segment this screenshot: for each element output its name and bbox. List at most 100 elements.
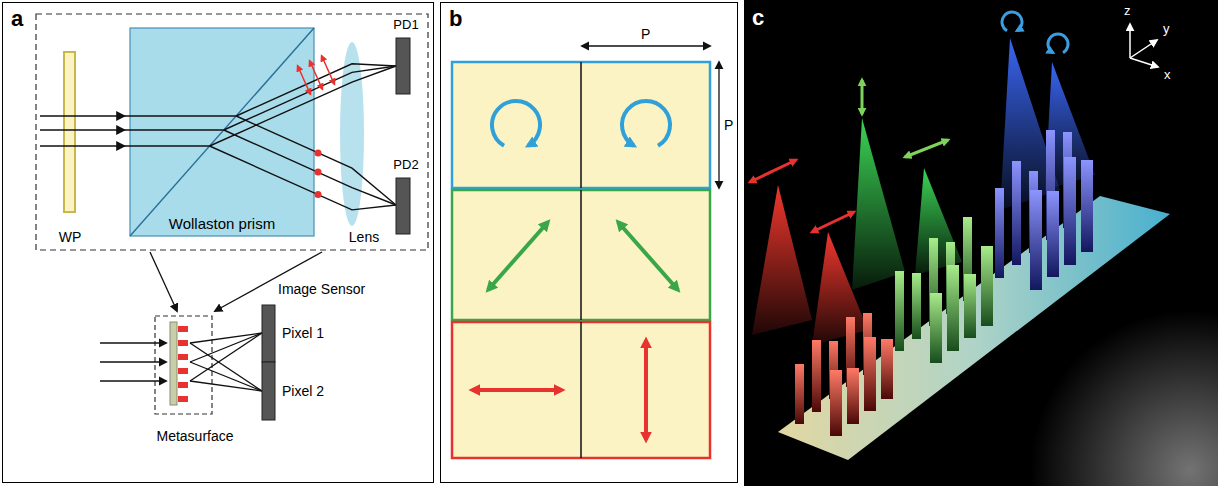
metasurface-plate: [178, 368, 188, 374]
metasurface-plate: [178, 354, 188, 360]
polarization-arrow: [310, 61, 323, 90]
substrate: [778, 196, 1170, 460]
light-ray: [100, 342, 166, 343]
sensor-pixel: [262, 362, 275, 420]
polarization-arrow: [322, 56, 335, 85]
light-cone: [852, 118, 905, 290]
nanopillar: [1064, 157, 1076, 265]
linear-polarization: [644, 340, 648, 440]
node-label: Pixel 1: [282, 325, 324, 341]
unit-cell: [580, 62, 582, 188]
node-label: Metasurface: [156, 428, 233, 444]
unit-cell: [580, 190, 582, 320]
setup-dashed-box: [36, 14, 428, 250]
light-ray: [190, 343, 262, 391]
output-polarization: [905, 140, 948, 157]
output-polarization: [1002, 12, 1022, 31]
metasurface-dashed-box: [155, 316, 212, 414]
panel-frame: b: [440, 2, 738, 483]
setup-dashed-box: [36, 14, 428, 250]
metasurface-plate: [178, 340, 188, 346]
output-polarization: [750, 12, 1068, 232]
diagonal-polarization: [488, 222, 548, 290]
light-ray: [100, 361, 166, 362]
photodiode: PD1: [384, 16, 428, 96]
photodiode: [396, 38, 410, 234]
nanopillar: [1047, 191, 1059, 277]
nanopillar: [830, 370, 842, 436]
waveplate: WP: [40, 50, 100, 248]
polarization-arrow: [298, 56, 335, 95]
nanopillar: [995, 188, 1004, 278]
nanopillar: [795, 130, 1093, 436]
node-label: Wollaston prism: [169, 215, 275, 232]
period-arrow: [718, 62, 719, 188]
wollaston-prism: [130, 28, 314, 236]
light-ray: [190, 333, 262, 381]
metasurface: Metasurface: [130, 310, 260, 446]
light-ray: [122, 115, 236, 116]
output-polarization: [750, 160, 796, 182]
polarization-dot: [315, 191, 322, 198]
unit-cell: [452, 62, 710, 188]
light-cone: [752, 185, 812, 335]
panel-frame: c: [744, 2, 1216, 484]
light-ray: [190, 362, 262, 391]
unit-cell: [452, 190, 710, 320]
light-ray: [210, 146, 396, 210]
metasurface-plate: [170, 322, 177, 405]
light-ray: [236, 116, 396, 205]
metasurface-plate: [178, 326, 188, 332]
light-ray: [40, 129, 124, 130]
lens: Lens: [334, 34, 394, 248]
linear-polarization: [472, 388, 562, 392]
replace-arrow: [150, 252, 177, 311]
axis-arrow: [1130, 40, 1157, 58]
nanopillar: [847, 368, 859, 424]
part-label: Image Sensor: [278, 281, 365, 297]
light-ray: [190, 381, 262, 391]
polarization-dot: [315, 150, 322, 199]
panel-frame: aWP Wollaston prismLens PD1PD2Metasurface P…: [2, 2, 434, 483]
nanopillar: [964, 274, 976, 338]
node-label: c: [752, 5, 764, 30]
output-polarization: [812, 212, 854, 232]
photodiode: [396, 178, 410, 234]
node-label: a: [11, 6, 23, 31]
metasurface-plate: [178, 382, 188, 388]
lens: [340, 42, 364, 226]
nanopillar: [895, 271, 904, 351]
nanopillar: [947, 265, 959, 351]
sensor-pixel: Pixel 1: [262, 305, 346, 362]
diagonal-polarization: [618, 222, 678, 290]
render-background: [1030, 310, 1218, 486]
nanopillar: [1030, 190, 1042, 290]
nanopillar: [881, 339, 893, 399]
unit-cell: [452, 62, 710, 458]
axis-arrow: [1129, 24, 1131, 58]
node-label: Lens: [349, 229, 379, 245]
prism: Wollaston prism: [130, 28, 314, 236]
waveplate: [64, 52, 75, 212]
dimension-label: P: [641, 26, 650, 42]
render-background: [744, 0, 1218, 486]
wollaston-prism: [130, 28, 314, 236]
nanopillar: [1081, 160, 1093, 252]
light-ray: [210, 66, 396, 146]
photodiode: [396, 38, 410, 94]
light-ray: [40, 115, 124, 116]
lens: [340, 42, 364, 226]
output-polarization: [1048, 34, 1068, 53]
axis-arrow: [1130, 24, 1158, 67]
nanopillar: [812, 340, 821, 412]
light-ray: [100, 333, 262, 391]
substrate: [778, 196, 1170, 460]
light-ray: [122, 129, 224, 130]
metasurface-plate: [178, 396, 188, 402]
waveplate: [64, 52, 75, 212]
light-ray: [236, 64, 396, 116]
circular-polarization: [492, 101, 670, 146]
node-label: PD2: [393, 158, 418, 173]
